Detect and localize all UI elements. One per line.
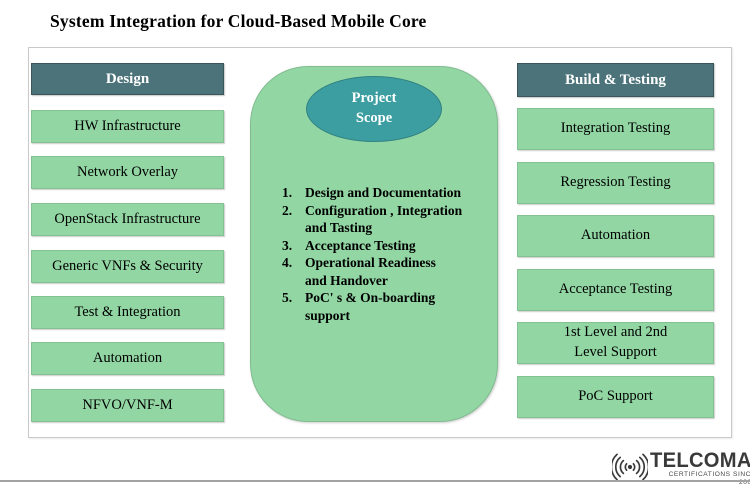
design-item-nfvo-vnf-m: NFVO/VNF-M bbox=[31, 389, 224, 422]
design-item-test-integration: Test & Integration bbox=[31, 296, 224, 329]
scope-item: 3. Acceptance Testing bbox=[282, 237, 462, 255]
scope-item-number: 4. bbox=[282, 255, 293, 270]
project-scope-panel: Project Scope 1. Design and Documentatio… bbox=[250, 66, 498, 422]
design-item-network-overlay: Network Overlay bbox=[31, 156, 224, 189]
bottom-divider bbox=[0, 480, 750, 482]
build-item-poc-support: PoC Support bbox=[517, 376, 714, 418]
build-item-integration-testing: Integration Testing bbox=[517, 108, 714, 150]
design-column-header: Design bbox=[31, 63, 224, 95]
scope-item-text: Operational Readiness and Handover bbox=[305, 255, 436, 288]
scope-item: 1. Design and Documentation bbox=[282, 184, 462, 202]
scope-item-number: 3. bbox=[282, 237, 293, 253]
build-item-regression-testing: Regression Testing bbox=[517, 162, 714, 204]
project-scope-ellipse: Project Scope bbox=[306, 76, 442, 142]
scope-items-list: 1. Design and Documentation 2. Configura… bbox=[282, 184, 462, 324]
page-title: System Integration for Cloud-Based Mobil… bbox=[50, 11, 427, 31]
scope-item-text: Acceptance Testing bbox=[305, 237, 416, 253]
telcoma-logo: TELCOMA CERTIFICATIONS SINCE 2009 bbox=[610, 450, 750, 487]
logo-text-block: TELCOMA CERTIFICATIONS SINCE 2009 bbox=[650, 450, 750, 487]
scope-item-number: 5. bbox=[282, 290, 293, 305]
scope-item-text: Configuration , Integration and Tasting bbox=[305, 202, 463, 236]
build-testing-column-header: Build & Testing bbox=[517, 63, 714, 97]
scope-item-number: 2. bbox=[282, 202, 293, 218]
design-item-automation: Automation bbox=[31, 342, 224, 375]
scope-item: 2. Configuration , Integration and Tasti… bbox=[282, 202, 462, 237]
scope-item-text: PoC' s & On-boarding support bbox=[305, 290, 436, 323]
build-item-level-support: 1st Level and 2nd Level Support bbox=[517, 322, 714, 364]
design-item-openstack-infrastructure: OpenStack Infrastructure bbox=[31, 203, 224, 236]
scope-item-text: Design and Documentation bbox=[305, 185, 462, 200]
scope-item: 5. PoC' s & On-boarding support bbox=[282, 289, 462, 324]
design-item-hw-infrastructure: HW Infrastructure bbox=[31, 110, 224, 143]
scope-item-number: 1. bbox=[282, 185, 293, 200]
build-item-acceptance-testing: Acceptance Testing bbox=[517, 269, 714, 311]
logo-wordmark: TELCOMA bbox=[650, 449, 750, 472]
logo-tagline: CERTIFICATIONS SINCE 2009 bbox=[668, 471, 750, 486]
design-item-generic-vnfs-security: Generic VNFs & Security bbox=[31, 250, 224, 283]
build-item-automation: Automation bbox=[517, 215, 714, 257]
scope-item: 4. Operational Readiness and Handover bbox=[282, 254, 462, 289]
